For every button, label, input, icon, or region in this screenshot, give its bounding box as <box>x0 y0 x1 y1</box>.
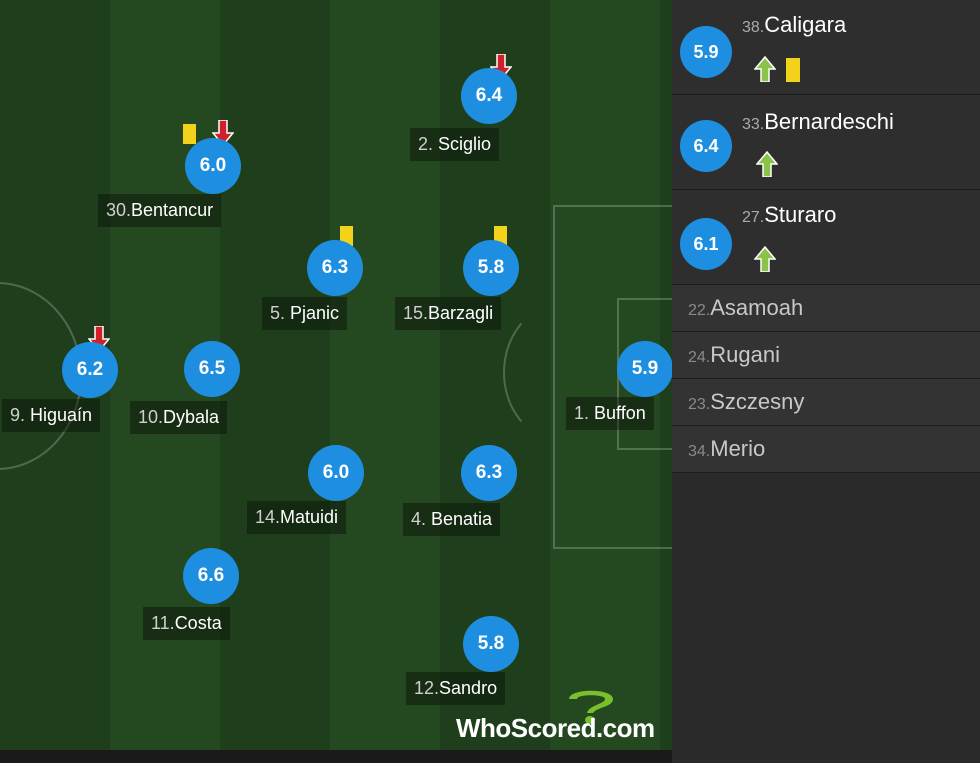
sub-rating: 5.9 <box>680 26 732 78</box>
player-name: Benatia <box>431 509 493 529</box>
player-number: 10. <box>138 407 164 427</box>
bench-row-szczesny[interactable]: 23.Szczesny <box>672 379 980 426</box>
substitutes-panel: 5.9 38.Caligara 6.4 33.Bernardeschi 6.1 … <box>672 0 980 763</box>
bench-number: 24. <box>688 349 711 366</box>
sub-row-bernardeschi[interactable]: 6.4 33.Bernardeschi <box>672 95 980 190</box>
penalty-arc <box>503 305 613 440</box>
player-number: 15. <box>403 303 429 323</box>
player-name: Barzagli <box>428 303 494 323</box>
sub-row-sturaro[interactable]: 6.1 27.Sturaro <box>672 190 980 285</box>
player-name: Higuaín <box>30 405 93 425</box>
player-label: 9. Higuaín <box>2 399 101 432</box>
player-name: Sciglio <box>438 134 492 154</box>
player-number: 4. <box>411 509 432 529</box>
sub-name: Caligara <box>764 12 847 37</box>
bench-row-rugani[interactable]: 24.Rugani <box>672 332 980 379</box>
sub-name: Bernardeschi <box>764 109 894 134</box>
player-label: 5. Pjanic <box>262 297 348 330</box>
sub-name: Sturaro <box>764 202 837 227</box>
player-label: 12.Sandro <box>406 672 506 705</box>
bench-label: 34.Merio <box>688 436 765 462</box>
player-label: 14.Matuidi <box>247 501 347 534</box>
bench-label: 23.Szczesny <box>688 389 804 415</box>
whoscored-logo[interactable]: WhoScored.com <box>456 685 666 745</box>
sub-rating: 6.4 <box>680 120 732 172</box>
player-name: Costa <box>174 613 222 633</box>
sub-row-caligara[interactable]: 5.9 38.Caligara <box>672 0 980 95</box>
player-name: Buffon <box>594 403 646 423</box>
player-rating: 6.3 <box>307 240 363 296</box>
player-name: Sandro <box>439 678 498 698</box>
player-label: 10.Dybala <box>130 401 228 434</box>
bench-name: Asamoah <box>710 295 804 320</box>
player-rating: 6.5 <box>184 341 240 397</box>
yellow-card-icon <box>786 58 800 82</box>
player-number: 5. <box>270 303 291 323</box>
player-number: 30. <box>106 200 132 220</box>
bench-label: 22.Asamoah <box>688 295 803 321</box>
player-name: Bentancur <box>131 200 214 220</box>
bench-name: Szczesny <box>710 389 805 414</box>
bench-label: 24.Rugani <box>688 342 780 368</box>
player-label: 4. Benatia <box>403 503 501 536</box>
sub-label: 27.Sturaro <box>742 202 836 228</box>
player-name: Dybala <box>163 407 220 427</box>
sub-on-arrow-icon <box>756 151 778 177</box>
player-rating: 6.3 <box>461 445 517 501</box>
player-label: 2. Sciglio <box>410 128 500 161</box>
player-rating: 5.8 <box>463 616 519 672</box>
sub-number: 38. <box>742 19 765 36</box>
player-rating: 6.6 <box>183 548 239 604</box>
sub-rating: 6.1 <box>680 218 732 270</box>
sub-number: 27. <box>742 209 765 226</box>
bench-number: 34. <box>688 443 711 460</box>
player-rating: 5.8 <box>463 240 519 296</box>
player-number: 11. <box>151 613 175 633</box>
bench-number: 23. <box>688 396 711 413</box>
bench-row-asamoah[interactable]: 22.Asamoah <box>672 285 980 332</box>
bench-number: 22. <box>688 302 711 319</box>
pitch-footer-bar <box>0 750 672 763</box>
logo-text: WhoScored.com <box>456 713 655 743</box>
player-rating: 5.9 <box>617 341 672 397</box>
player-number: 14. <box>255 507 281 527</box>
player-label: 11.Costa <box>143 607 230 640</box>
yellow-card-icon <box>183 124 196 144</box>
player-rating: 6.0 <box>185 138 241 194</box>
player-label: 1. Buffon <box>566 397 654 430</box>
player-rating: 6.4 <box>461 68 517 124</box>
player-number: 9. <box>10 405 31 425</box>
pitch: 6.0 30.Bentancur 6.4 2. Sciglio 6.3 5. P… <box>0 0 672 750</box>
player-label: 15.Barzagli <box>395 297 502 330</box>
sub-on-arrow-icon <box>754 246 776 272</box>
player-name: Pjanic <box>290 303 340 323</box>
bench-name: Merio <box>710 436 766 461</box>
player-rating: 6.2 <box>62 342 118 398</box>
player-label: 30.Bentancur <box>98 194 222 227</box>
bench-row-merio[interactable]: 34.Merio <box>672 426 980 473</box>
player-name: Matuidi <box>280 507 339 527</box>
question-mark-logo-icon <box>569 690 613 724</box>
sub-on-arrow-icon <box>754 56 776 82</box>
player-number: 2. <box>418 134 439 154</box>
sub-label: 33.Bernardeschi <box>742 109 894 135</box>
bench-name: Rugani <box>710 342 780 367</box>
player-rating: 6.0 <box>308 445 364 501</box>
sub-label: 38.Caligara <box>742 12 846 38</box>
player-number: 1. <box>574 403 595 423</box>
player-number: 12. <box>414 678 440 698</box>
sub-number: 33. <box>742 116 765 133</box>
